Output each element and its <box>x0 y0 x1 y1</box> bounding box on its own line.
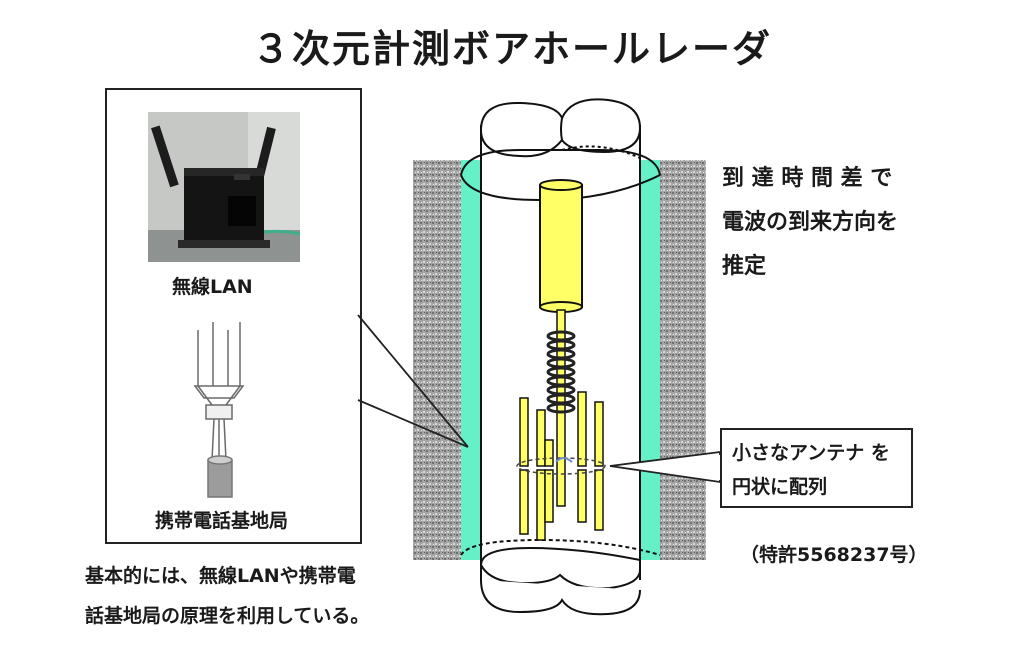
water-left <box>461 160 481 560</box>
wifi-router-photo <box>148 112 300 262</box>
bottom-note: 基本的には、無線LANや携帯電 話基地局の原理を利用している。 <box>85 556 369 636</box>
rock-right <box>660 160 706 560</box>
cell-tower-illustration <box>193 322 245 498</box>
arrival-time-note: 到 達 時 間 差 で 電波の到来方向を 推定 <box>722 157 898 289</box>
bottom-note-line: 話基地局の原理を利用している。 <box>85 605 370 627</box>
page-title: ３次元計測ボアホールレーダ <box>251 27 772 71</box>
bottom-note-line: 基本的には、無線LANや携帯電 <box>85 565 356 587</box>
antenna-callout-line: 小さなアンテナ を <box>732 442 890 464</box>
arrival-note-line: 電波の到来方向を <box>722 210 899 235</box>
wifi-label: 無線LAN <box>172 276 253 298</box>
antenna-callout-box: 小さなアンテナ を 円状に配列 <box>720 428 913 508</box>
patent-note: （特許5568237号） <box>740 544 928 566</box>
arrival-note-line: 推定 <box>722 254 767 279</box>
cell-tower-label: 携帯電話基地局 <box>155 510 289 532</box>
rock-left <box>413 160 461 560</box>
antenna-callout-line: 円状に配列 <box>732 476 828 498</box>
coil-antenna <box>546 330 576 414</box>
water-right <box>640 160 660 560</box>
probe-body <box>539 184 583 308</box>
arrival-note-line: 到 達 時 間 差 で <box>722 166 893 191</box>
antenna-array <box>519 391 604 541</box>
